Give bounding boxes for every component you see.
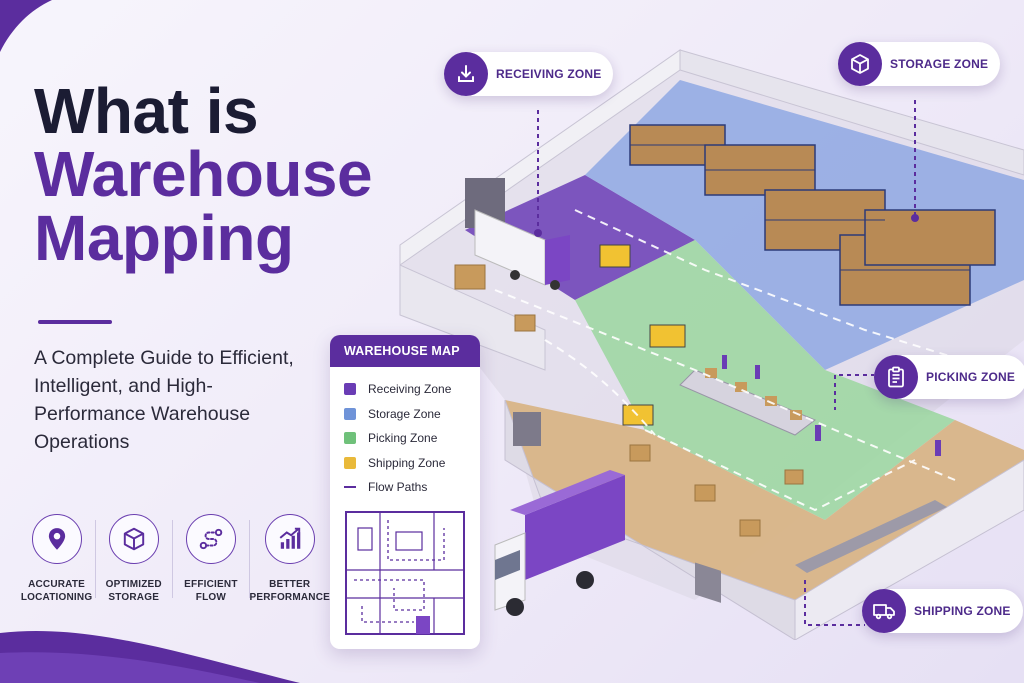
- legend-label: Shipping Zone: [368, 455, 446, 470]
- download-icon: [444, 52, 488, 96]
- callout-label: SHIPPING ZONE: [914, 604, 1011, 618]
- shipping-truck: [494, 470, 625, 616]
- decorative-swoosh-bottom: [0, 631, 300, 683]
- legend-item-picking: Picking Zone: [344, 426, 480, 451]
- feature-row: ACCURATE LOCATIONING OPTIMIZED STORAGE E…: [18, 514, 330, 614]
- legend-swatch: [344, 407, 356, 420]
- callout-receiving-zone: RECEIVING ZONE: [444, 52, 614, 96]
- title-line-3: Mapping: [34, 202, 294, 274]
- legend-label: Storage Zone: [368, 406, 441, 421]
- feature-label: ACCURATE LOCATIONING: [20, 579, 93, 603]
- growth-chart-icon: [264, 514, 315, 564]
- box-icon: [108, 514, 159, 564]
- warehouse-map-legend: WAREHOUSE MAP Receiving Zone Storage Zon…: [330, 335, 480, 649]
- truck-icon: [862, 589, 906, 633]
- receiving-truck: [474, 209, 570, 290]
- legend-swatch: [344, 432, 356, 445]
- title-line-2: Warehouse: [34, 138, 373, 210]
- legend-label: Flow Paths: [368, 480, 428, 495]
- mini-floor-plan: [345, 511, 465, 635]
- subtitle: A Complete Guide to Efficient, Intellige…: [34, 347, 294, 453]
- callout-label: STORAGE ZONE: [890, 57, 989, 71]
- picking-zone-floor: [575, 240, 955, 520]
- flow-path-icon: [185, 514, 236, 564]
- feature-better-performance: BETTER PERFORMANCE: [249, 514, 330, 614]
- title-underline: [38, 320, 112, 324]
- legend-dash: [344, 486, 356, 489]
- legend-item-shipping: Shipping Zone: [344, 451, 480, 476]
- callout-label: PICKING ZONE: [926, 370, 1016, 384]
- page-title: What is Warehouse Mapping: [34, 75, 454, 274]
- legend-swatch: [344, 456, 356, 469]
- location-pin-icon: [31, 514, 82, 564]
- legend-list: Receiving Zone Storage Zone Picking Zone…: [330, 367, 480, 500]
- clipboard-icon: [874, 355, 918, 399]
- feature-label: OPTIMIZED STORAGE: [105, 579, 162, 603]
- callout-picking-zone: PICKING ZONE: [874, 355, 1024, 399]
- callout-shipping-zone: SHIPPING ZONE: [862, 589, 1023, 633]
- legend-label: Receiving Zone: [368, 382, 452, 397]
- legend-item-flow-paths: Flow Paths: [344, 475, 480, 500]
- warehouse-illustration: [399, 49, 1024, 640]
- box-icon: [838, 42, 882, 86]
- feature-efficient-flow: EFFICIENT FLOW: [172, 514, 249, 614]
- feature-label: BETTER PERFORMANCE: [249, 579, 331, 603]
- legend-label: Picking Zone: [368, 431, 438, 446]
- legend-item-receiving: Receiving Zone: [344, 377, 480, 402]
- feature-optimized-storage: OPTIMIZED STORAGE: [95, 514, 172, 614]
- feature-label: EFFICIENT FLOW: [184, 579, 238, 603]
- feature-accurate-locationing: ACCURATE LOCATIONING: [18, 514, 95, 614]
- callout-storage-zone: STORAGE ZONE: [838, 42, 1001, 86]
- legend-swatch: [344, 383, 356, 396]
- callout-label: RECEIVING ZONE: [496, 67, 602, 81]
- decorative-swoosh-top: [0, 0, 52, 52]
- title-line-1: What is: [34, 75, 259, 147]
- legend-item-storage: Storage Zone: [344, 402, 480, 427]
- legend-title: WAREHOUSE MAP: [330, 335, 480, 367]
